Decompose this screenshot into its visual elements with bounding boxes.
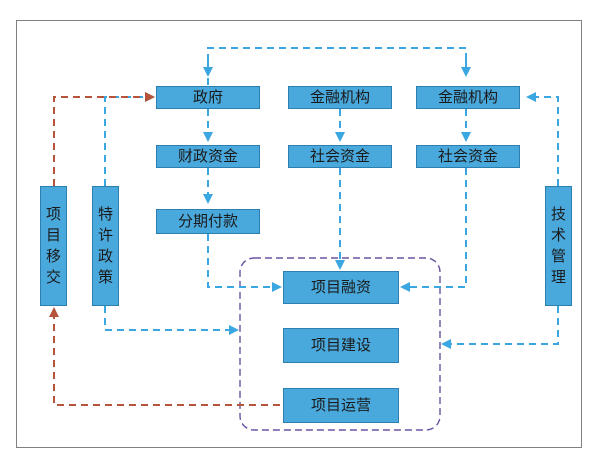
technical-management-node: 技术管理 (545, 186, 572, 306)
government-node: 政府 (156, 86, 260, 109)
project-transfer-node: 项目移交 (40, 186, 67, 306)
financial-institution-node-1: 金融机构 (288, 86, 392, 109)
tech-to-fin2-arrow (526, 92, 559, 186)
transfer-to-gov-arrow (53, 92, 155, 186)
operation-to-transfer-arrow (49, 307, 280, 406)
tech-to-construction-arrow (441, 306, 559, 349)
gov-fin2-top-connector (207, 47, 467, 85)
installment-payment-node: 分期付款 (156, 209, 260, 234)
project-group-outline (239, 257, 441, 431)
social-capital-node-1: 社会资金 (288, 145, 392, 168)
installment-to-financing-arrow (207, 234, 282, 292)
franchise-policy-label: 特许政策 (97, 205, 113, 286)
financial-institution-node-2: 金融机构 (416, 86, 520, 109)
project-operation-node: 项目运营 (283, 388, 399, 423)
fiscal-funds-node: 财政资金 (156, 145, 260, 168)
technical-management-label: 技术管理 (550, 205, 566, 286)
project-construction-node: 项目建设 (283, 328, 399, 363)
social2-to-financing-arrow (400, 168, 467, 292)
project-transfer-label: 项目移交 (45, 205, 61, 286)
franchise-to-project-arrow (104, 306, 239, 335)
franchise-to-gov-arrow (104, 92, 155, 186)
franchise-policy-node: 特许政策 (92, 186, 119, 306)
project-financing-node: 项目融资 (283, 271, 399, 304)
social-capital-node-2: 社会资金 (416, 145, 520, 168)
